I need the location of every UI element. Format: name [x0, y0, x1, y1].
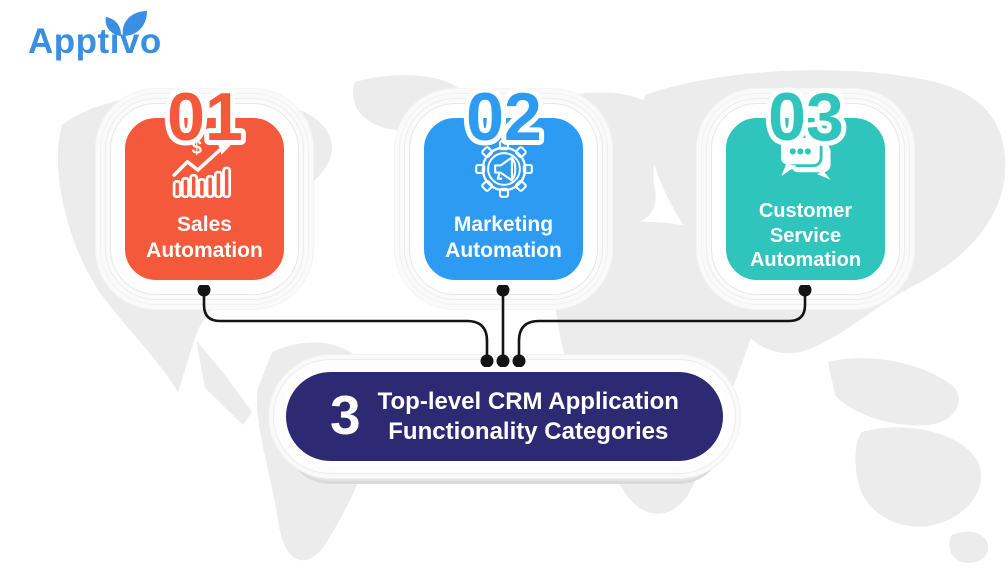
connector-dot — [197, 283, 211, 297]
apptivo-logo: Apptivo — [28, 11, 162, 62]
card-number: 03 — [763, 74, 849, 160]
card-title: Sales Automation — [146, 212, 263, 262]
card-number: 02 — [461, 74, 547, 160]
sales-growth-chart-icon: $ — [171, 139, 231, 199]
card-customer-service-automation: 03 Customer Service Automation — [721, 74, 890, 285]
connector-dot — [496, 354, 510, 368]
connector-left — [202, 289, 489, 360]
svg-text:$: $ — [191, 139, 202, 158]
connector-dot — [512, 354, 526, 368]
card-sales-automation: 01 $ Sales Automation — [120, 74, 289, 285]
svg-text:01: 01 — [167, 79, 243, 155]
connector-right — [517, 289, 807, 360]
card-number: 01 — [162, 74, 248, 160]
megaphone-gear-icon — [474, 140, 533, 198]
svg-text:03: 03 — [768, 79, 844, 155]
card-marketing-automation: 02 Market — [419, 74, 588, 285]
chat-bubbles-icon — [777, 135, 831, 181]
summary-number: 3 — [330, 384, 361, 446]
connector-dot — [496, 283, 510, 297]
svg-text:02: 02 — [466, 79, 542, 155]
summary-title: Top-level CRM Application Functionality … — [377, 387, 679, 445]
card-title: Marketing Automation — [445, 212, 562, 262]
connector-dot — [480, 354, 494, 368]
connector-dot — [798, 283, 812, 297]
leaf-icon — [105, 11, 147, 36]
summary-pill: 3 Top-level CRM Application Functionalit… — [281, 367, 728, 466]
card-title: Customer Service Automation — [749, 200, 862, 272]
